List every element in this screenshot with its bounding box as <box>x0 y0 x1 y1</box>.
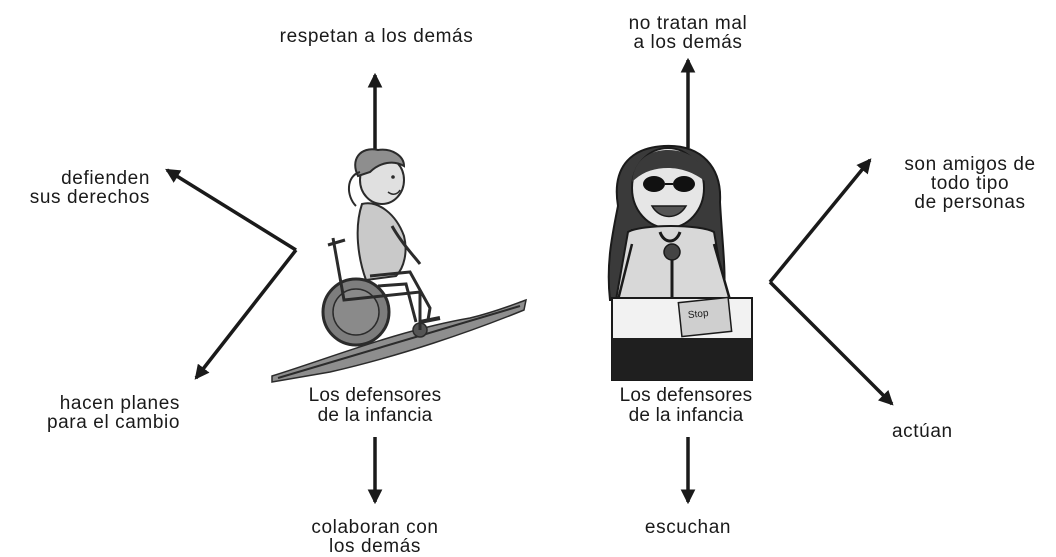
right-top-label-line1: no tratan mal <box>628 13 748 34</box>
left-bottom-label-line2: los demás <box>329 536 421 557</box>
left-upper-label-line2: sus derechos <box>29 187 150 208</box>
left-upper-label-line1: defienden <box>61 168 150 189</box>
right-bottom-label: escuchan <box>644 517 732 538</box>
right-arrows <box>680 57 894 505</box>
right-caption-line1: Los defensores <box>619 385 753 406</box>
arrow-upper-right <box>768 158 872 284</box>
left-caption-line2: de la infancia <box>317 405 433 426</box>
left-bottom-label-line1: colaboran con <box>311 517 439 538</box>
left-upper-label: defienden sus derechos <box>10 169 150 207</box>
left-caption-line1: Los defensores <box>308 385 442 406</box>
stop-sign-text: Stop <box>687 307 710 322</box>
arrow-lower-left <box>194 248 298 380</box>
stop-sign-card <box>677 296 733 338</box>
arrow-upper-left <box>165 168 297 252</box>
left-lower-label-line1: hacen planes <box>59 393 180 414</box>
arrow-lower-right <box>768 280 894 406</box>
wheelchair-girl-illustration <box>271 148 527 383</box>
right-upper-label-line2: todo tipo <box>930 173 1010 194</box>
right-upper-label-line1: son amigos de <box>904 154 1036 175</box>
left-arrows <box>165 72 383 505</box>
microphone <box>663 243 681 261</box>
left-top-label: respetan a los demás <box>279 26 474 47</box>
right-top-label: no tratan mal a los demás <box>598 14 778 52</box>
left-bottom-label: colaboran con los demás <box>285 518 465 556</box>
left-caption: Los defensores de la infancia <box>285 386 465 426</box>
right-upper-label-line3: de personas <box>914 192 1026 213</box>
right-top-label-line2: a los demás <box>633 32 743 53</box>
right-lower-label: actúan <box>892 421 953 442</box>
microphone-girl-illustration <box>607 144 753 381</box>
right-caption-line2: de la infancia <box>628 405 744 426</box>
right-upper-label: son amigos de todo tipo de personas <box>890 155 1050 212</box>
left-lower-label-line2: para el cambio <box>46 412 180 433</box>
left-lower-label: hacen planes para el cambio <box>0 394 180 432</box>
right-caption: Los defensores de la infancia <box>596 386 776 426</box>
